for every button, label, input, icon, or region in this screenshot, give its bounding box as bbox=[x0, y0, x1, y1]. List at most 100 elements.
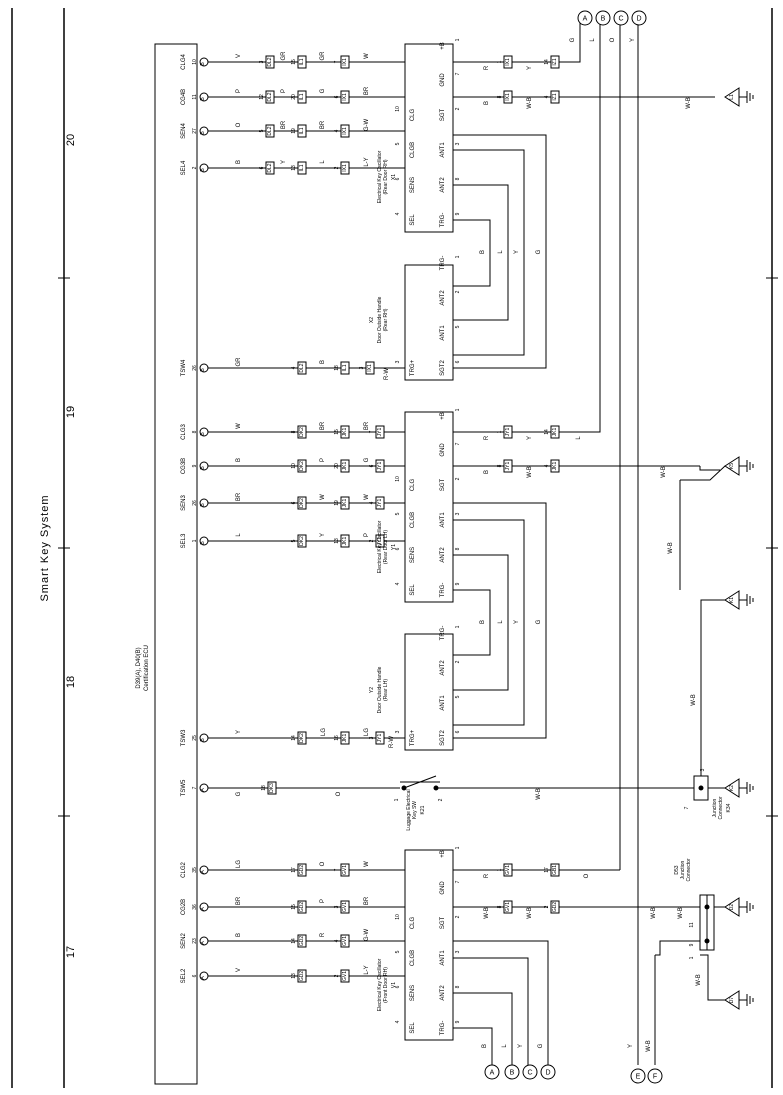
junction-pin: 9 bbox=[689, 943, 695, 946]
wire-color-label: W-B bbox=[661, 466, 667, 478]
oscillator-box bbox=[404, 849, 454, 1041]
certification-ecu-box bbox=[154, 43, 198, 1085]
oscillator-pin-number: 7 bbox=[455, 880, 461, 883]
wire-color-label: W bbox=[236, 423, 242, 429]
ecu-pin-conn: B bbox=[200, 432, 206, 436]
oscillator-pin-name: SEL bbox=[410, 214, 416, 226]
wire-color-label: GR bbox=[236, 357, 242, 367]
connector-id: GV1 bbox=[342, 902, 348, 912]
wire-color-label: W-B bbox=[646, 1040, 652, 1052]
oscillator-sub: (Rear Door LH) bbox=[383, 530, 389, 565]
wire-color-label: Y bbox=[514, 620, 520, 624]
oscillator-pin-name: CLGB bbox=[410, 512, 416, 528]
connector-id: GV1 bbox=[342, 936, 348, 946]
connector-id: JY1 bbox=[377, 427, 383, 436]
ecu-pin-name: CLG2 bbox=[181, 862, 187, 878]
oscillator-pin-name: SEL bbox=[410, 1022, 416, 1034]
ecu-pin-name: CLG4 bbox=[181, 54, 187, 70]
oscillator-pin-name: ANT2 bbox=[440, 985, 446, 1001]
connector-id: JK1 bbox=[552, 427, 558, 436]
ground-id: K5 bbox=[729, 463, 735, 469]
connector-box bbox=[375, 459, 385, 473]
oscillator-box bbox=[404, 411, 454, 603]
oscillator-pin-number: 10 bbox=[395, 914, 401, 920]
junction-sub: Connector bbox=[718, 796, 724, 819]
wire-color-label: V bbox=[236, 968, 242, 972]
connector-id: IX1 bbox=[342, 93, 348, 101]
connector-id: JY1 bbox=[377, 498, 383, 507]
ecu-label: D39(A), D40(B) bbox=[136, 647, 142, 688]
wire-color-label: G-W bbox=[364, 928, 370, 941]
connector-id: JY1 bbox=[505, 427, 511, 436]
wire-color-label: Y bbox=[320, 533, 326, 537]
wire-color-label: L bbox=[576, 436, 582, 440]
connector-box bbox=[340, 969, 350, 983]
oscillator-pin-number: 8 bbox=[455, 177, 461, 180]
connector-pin: 7 bbox=[369, 430, 375, 433]
ecu-pin-number: 26 bbox=[192, 365, 198, 371]
wire-color-label: B bbox=[236, 458, 242, 462]
wire-color-label: O bbox=[236, 122, 242, 127]
connector-id: GD2 bbox=[299, 971, 305, 982]
connector-pin: 1 bbox=[497, 430, 503, 433]
oscillator-pin-number: 3 bbox=[455, 512, 461, 515]
connector-id: DK2 bbox=[299, 461, 305, 471]
wire-color-label: G bbox=[320, 88, 326, 93]
oscillator-pin-name: SENS bbox=[410, 985, 416, 1001]
connector-pin: 19 bbox=[334, 500, 340, 506]
connector-pin: 5 bbox=[291, 539, 297, 542]
connector-box bbox=[267, 781, 277, 795]
oscillator-pin-number: 6 bbox=[395, 177, 401, 180]
connector-pin: 13 bbox=[291, 973, 297, 979]
connector-box bbox=[503, 900, 513, 914]
oscillator-pin-name: GND bbox=[440, 73, 446, 87]
connector-box bbox=[297, 361, 307, 375]
connector-box bbox=[340, 90, 350, 104]
connector-id: IZ1 bbox=[552, 58, 558, 65]
connector-box bbox=[297, 534, 307, 548]
offpage-letter: A bbox=[583, 16, 588, 23]
oscillator-box bbox=[404, 43, 454, 233]
connector-pin: 3 bbox=[359, 366, 365, 369]
wire-color-label: W-B bbox=[484, 907, 490, 919]
ecu-pin-name: SEN2 bbox=[181, 933, 187, 949]
offpage-letter: C bbox=[618, 16, 623, 23]
wire-color-label: R-W bbox=[384, 368, 390, 380]
connector-box bbox=[265, 124, 275, 138]
connector-pin: 2 bbox=[369, 539, 375, 542]
junction-node bbox=[704, 938, 710, 944]
wire-color-label: BR bbox=[320, 421, 326, 430]
oscillator-pin-number: 10 bbox=[395, 106, 401, 112]
connector-box bbox=[503, 425, 513, 439]
connector-pin: 18 bbox=[261, 785, 267, 791]
oscillator-title: Electrical Key Oscillator bbox=[377, 150, 383, 203]
wire-color-label: W bbox=[364, 494, 370, 500]
ecu-pin-conn: B bbox=[200, 368, 206, 372]
y1-sgt-wire bbox=[453, 502, 547, 739]
junction-to-f bbox=[655, 940, 700, 956]
wire-color-label: P bbox=[364, 533, 370, 537]
connector-box bbox=[340, 124, 350, 138]
connector-box bbox=[340, 731, 350, 745]
connector-pin: 16 bbox=[334, 735, 340, 741]
oscillator-pin-number: 8 bbox=[455, 547, 461, 550]
connector-pin: 5 bbox=[259, 129, 265, 132]
oscillator-pin-number: 8 bbox=[455, 985, 461, 988]
ground-id: K2 bbox=[729, 785, 735, 791]
connector-pin: 4 bbox=[334, 939, 340, 942]
connector-pin: 10 bbox=[291, 463, 297, 469]
handle-pin-name: SGT2 bbox=[440, 360, 446, 376]
wire-color-label: B bbox=[480, 250, 486, 254]
handle-pin-name: TRG- bbox=[440, 626, 446, 641]
wire-color-label: Y bbox=[281, 160, 287, 164]
connector-pin: 15 bbox=[291, 59, 297, 65]
wire-color-label: Y bbox=[514, 250, 520, 254]
handle-pin-number: 1 bbox=[455, 625, 461, 628]
wire-color-label: W bbox=[364, 861, 370, 867]
connector-id: DK2 bbox=[299, 733, 305, 743]
handle-pin-number: 2 bbox=[455, 660, 461, 663]
ecu-pin-number: 23 bbox=[192, 938, 198, 944]
connector-id: JK1 bbox=[342, 498, 348, 507]
connector-box bbox=[550, 459, 560, 473]
handle-pin-number: 5 bbox=[455, 695, 461, 698]
